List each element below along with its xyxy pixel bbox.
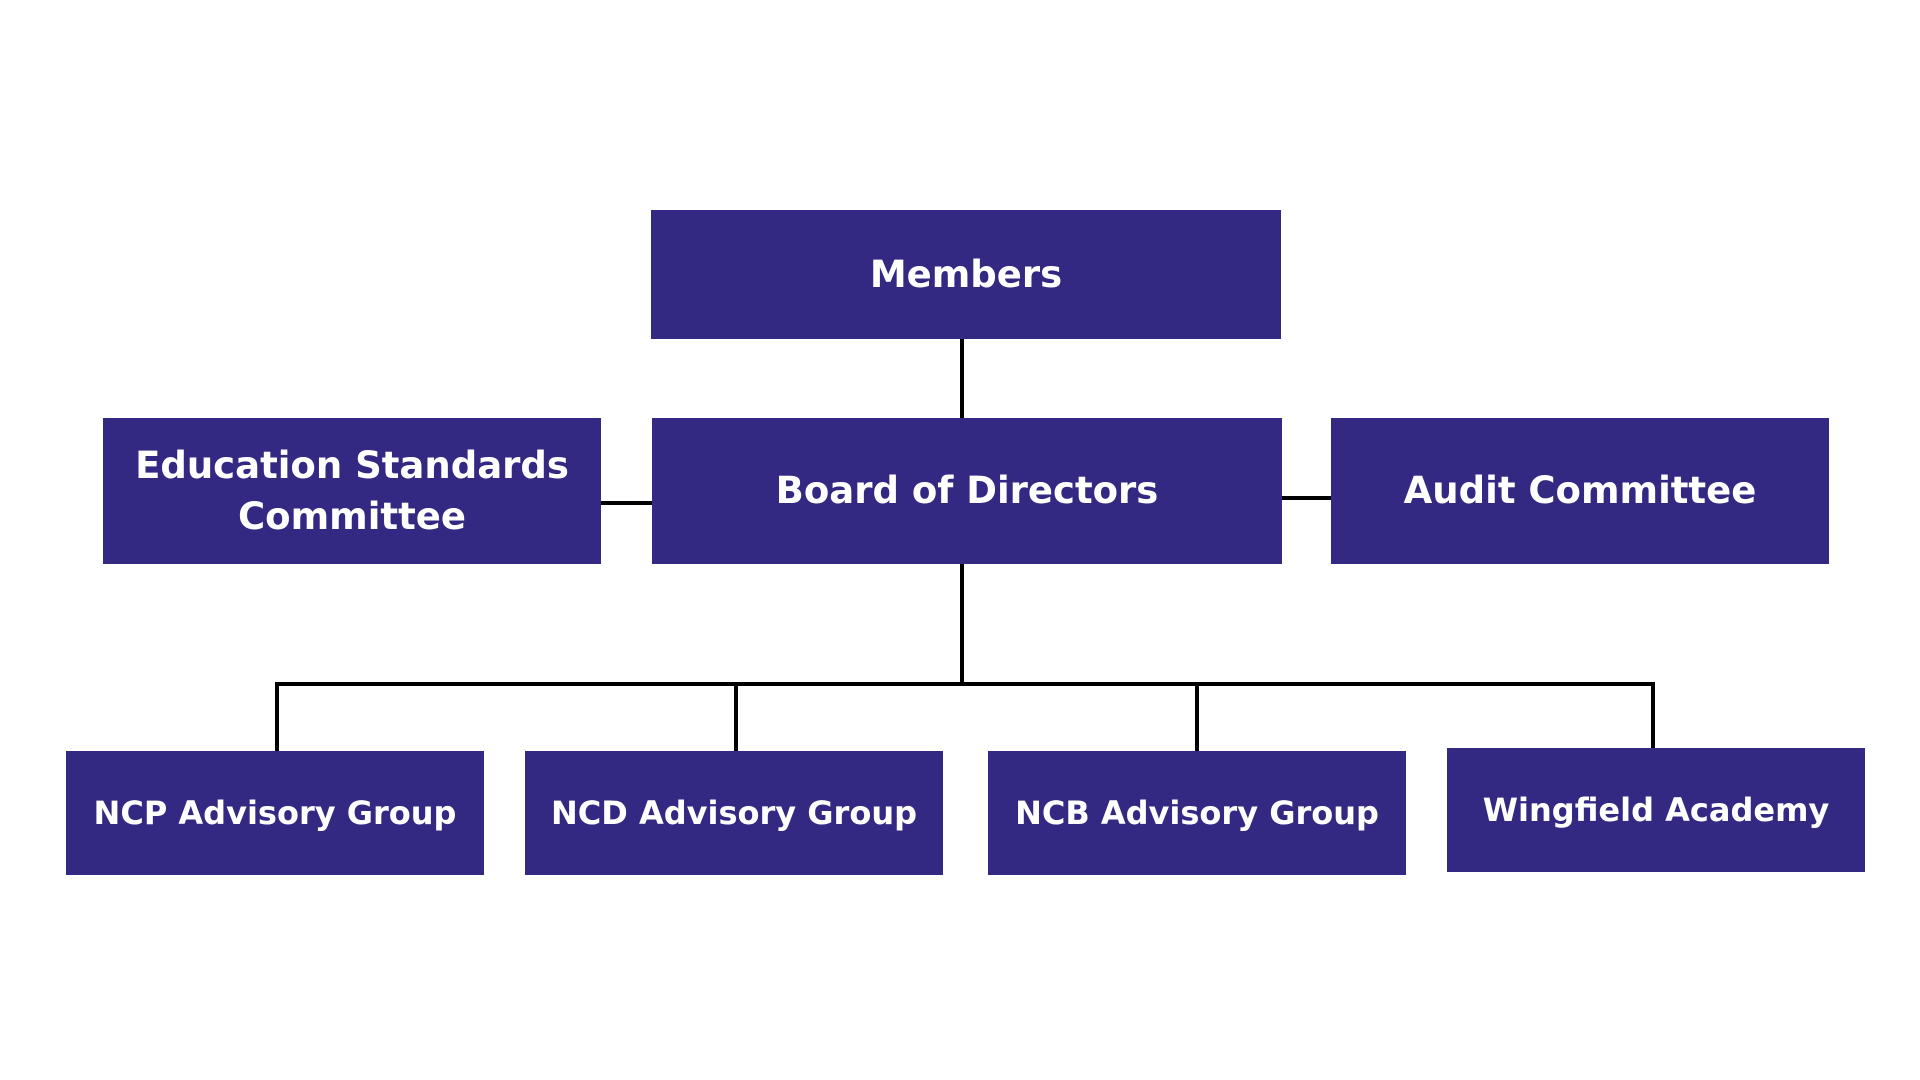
wingfield-academy-box: Wingfield Academy	[1447, 748, 1865, 872]
members-label: Members	[869, 252, 1063, 296]
education-standards-line-2: Committee	[238, 495, 466, 538]
ncd-advisory-group-label: NCD Advisory Group	[551, 793, 917, 832]
education-standards-line-1: Education Standards	[135, 443, 569, 487]
ncp-advisory-group-label: NCP Advisory Group	[93, 793, 457, 832]
members-box: Members	[651, 210, 1281, 339]
audit-committee-box: Audit Committee	[1331, 418, 1829, 564]
ncp-advisory-group-box: NCP Advisory Group	[66, 751, 484, 875]
board-of-directors-label: Board of Directors	[775, 469, 1159, 513]
education-standards-committee-label: Education Standards Committee	[135, 440, 569, 542]
ncd-advisory-group-box: NCD Advisory Group	[525, 751, 943, 875]
wingfield-academy-label: Wingfield Academy	[1482, 790, 1830, 829]
audit-committee-label: Audit Committee	[1403, 469, 1757, 513]
ncb-advisory-group-box: NCB Advisory Group	[988, 751, 1406, 875]
ncb-advisory-group-label: NCB Advisory Group	[1015, 793, 1379, 832]
board-of-directors-box: Board of Directors	[652, 418, 1282, 564]
education-standards-committee-box: Education Standards Committee	[103, 418, 601, 564]
